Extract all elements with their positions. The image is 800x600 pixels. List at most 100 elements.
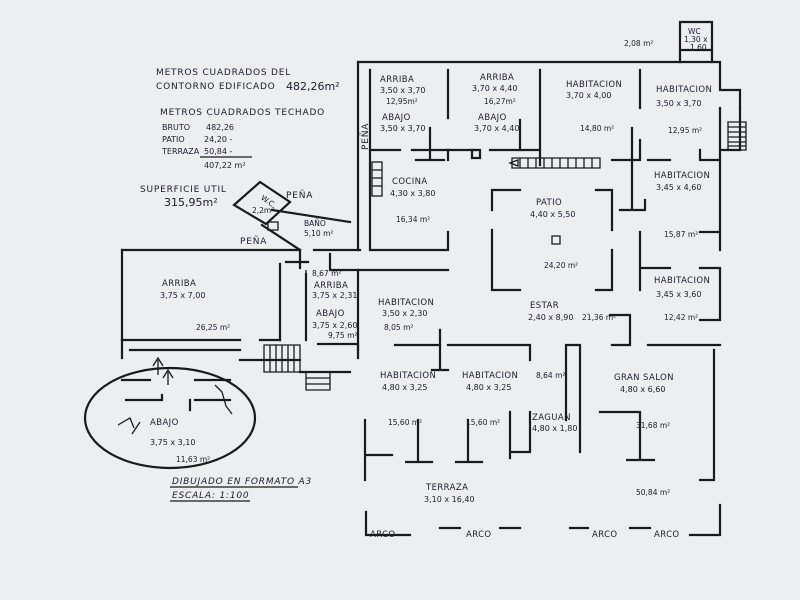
- svg-text:ARCO: ARCO: [370, 530, 396, 540]
- svg-text:BAÑO: BAÑO: [304, 219, 326, 228]
- salon-right: [698, 348, 716, 482]
- svg-text:3,45 x 3,60: 3,45 x 3,60: [656, 290, 701, 299]
- svg-text:8,64 m²: 8,64 m²: [536, 371, 565, 380]
- svg-text:8,67 m²: 8,67 m²: [312, 269, 341, 278]
- svg-text:26,25 m²: 26,25 m²: [196, 323, 230, 332]
- svg-text:3,50 x 2,30: 3,50 x 2,30: [382, 309, 427, 318]
- svg-text:HABITACION: HABITACION: [462, 371, 518, 381]
- svg-text:3,70 x 4,40: 3,70 x 4,40: [474, 124, 519, 133]
- scale-note: ESCALA: 1:100: [172, 491, 249, 501]
- pena-bottom: PEÑA: [240, 236, 267, 247]
- svg-text:11,63 m²: 11,63 m²: [176, 455, 210, 464]
- hab-row-top: [446, 343, 532, 362]
- svg-text:3,10 x 16,40: 3,10 x 16,40: [424, 495, 475, 504]
- svg-text:ARRIBA: ARRIBA: [380, 75, 414, 85]
- svg-text:ARCO: ARCO: [592, 530, 618, 540]
- kitchen-fixtures: [371, 161, 383, 197]
- stairs-center: [508, 157, 601, 169]
- svg-text:ZAGUAN: ZAGUAN: [532, 413, 571, 423]
- pena-top: PEÑA: [286, 190, 313, 201]
- svg-text:50,84 m²: 50,84 m²: [636, 488, 670, 497]
- svg-text:16,34 m²: 16,34 m²: [396, 215, 430, 224]
- svg-text:12,42 m²: 12,42 m²: [664, 313, 698, 322]
- cellar-outline: [83, 366, 257, 470]
- up-arrow-2: [162, 368, 174, 385]
- svg-text:COCINA: COCINA: [392, 177, 428, 187]
- svg-text:ARRIBA: ARRIBA: [480, 73, 514, 83]
- kitchen-wall: [368, 68, 450, 252]
- salon-top: [608, 313, 722, 347]
- svg-text:2,08 m²: 2,08 m²: [624, 39, 653, 48]
- hab-right-divider: [618, 126, 647, 212]
- left-wing-walls: [120, 248, 362, 391]
- svg-text:15,60 m²: 15,60 m²: [466, 418, 500, 427]
- svg-text:HABITACION: HABITACION: [566, 80, 622, 90]
- patio-drain: [551, 235, 561, 245]
- svg-text:3,75 x 3,10: 3,75 x 3,10: [150, 438, 195, 447]
- svg-text:ABAJO: ABAJO: [382, 113, 411, 123]
- outer-wall-top: [356, 60, 742, 110]
- svg-text:ARRIBA: ARRIBA: [162, 279, 196, 289]
- svg-text:HABITACION: HABITACION: [654, 276, 710, 286]
- svg-text:2,2m²: 2,2m²: [252, 206, 274, 215]
- svg-text:ARRIBA: ARRIBA: [314, 281, 348, 291]
- svg-text:8,05 m²: 8,05 m²: [384, 323, 413, 332]
- svg-text:21,36 m²: 21,36 m²: [582, 313, 616, 322]
- svg-text:407,22 m²: 407,22 m²: [204, 161, 246, 170]
- labels: METROS CUADRADOS DEL CONTORNO EDIFICADO …: [140, 27, 712, 540]
- svg-text:24,20 -: 24,20 -: [204, 135, 232, 144]
- hab-mid-wall: [610, 138, 722, 162]
- bath-annex: [232, 180, 352, 252]
- wc-top-wall: [678, 48, 714, 64]
- svg-text:15,60 m²: 15,60 m²: [388, 418, 422, 427]
- svg-text:4,80 x 3,25: 4,80 x 3,25: [466, 383, 511, 392]
- stairs-right: [727, 121, 747, 151]
- svg-text:GRAN SALON: GRAN SALON: [614, 373, 674, 383]
- abajo-cellar: [83, 356, 257, 470]
- svg-text:HABITACION: HABITACION: [656, 85, 712, 95]
- contour-title-2: CONTORNO EDIFICADO: [156, 82, 276, 92]
- pena-line: [270, 208, 352, 224]
- svg-text:12,95m²: 12,95m²: [386, 97, 418, 106]
- svg-text:3,75 x 7,00: 3,75 x 7,00: [160, 291, 205, 300]
- svg-text:3,70 x 4,40: 3,70 x 4,40: [472, 84, 517, 93]
- svg-text:ARCO: ARCO: [654, 530, 680, 540]
- hab-right-lower2: [698, 230, 722, 322]
- svg-text:4,30 x 3,80: 4,30 x 3,80: [390, 189, 435, 198]
- wc-box: [678, 20, 714, 52]
- contour-title: METROS CUADRADOS DEL: [156, 68, 291, 78]
- pillar-d: [430, 328, 450, 372]
- svg-text:5,10 m²: 5,10 m²: [304, 229, 333, 238]
- svg-text:3,70 x 4,00: 3,70 x 4,00: [566, 91, 611, 100]
- svg-text:1,60: 1,60: [690, 43, 707, 52]
- pillar-a: [414, 126, 446, 162]
- zaguan-walls: [508, 410, 532, 460]
- svg-text:ARCO: ARCO: [466, 530, 492, 540]
- svg-text:482,26: 482,26: [206, 123, 234, 132]
- svg-text:ABAJO: ABAJO: [316, 309, 345, 319]
- hab-lower-mid: [455, 418, 484, 464]
- svg-text:ABAJO: ABAJO: [478, 113, 507, 123]
- patio-walls: [490, 188, 614, 292]
- svg-text:ESTAR: ESTAR: [530, 301, 559, 311]
- svg-text:3,75 x 2,31: 3,75 x 2,31: [312, 291, 357, 300]
- svg-text:2,40 x 8,90: 2,40 x 8,90: [528, 313, 573, 322]
- svg-text:HABITACION: HABITACION: [378, 298, 434, 308]
- svg-text:3,50 x 3,70: 3,50 x 3,70: [380, 124, 425, 133]
- kitchen-counter: [371, 161, 383, 197]
- arco-left: [364, 510, 412, 537]
- pena-vertical: PEÑA: [360, 123, 371, 150]
- salon-pillar: [598, 410, 656, 462]
- svg-text:PATIO: PATIO: [536, 198, 562, 208]
- hab-right-lower: [638, 230, 672, 292]
- zaguan-pillar: [564, 343, 582, 454]
- svg-text:BRUTO: BRUTO: [162, 123, 190, 132]
- hab-left-wall: [356, 268, 450, 352]
- left-pillar: [284, 248, 310, 270]
- svg-text:4,80 x 6,60: 4,80 x 6,60: [620, 385, 665, 394]
- bano-box: [267, 221, 279, 231]
- svg-text:3,45 x 4,60: 3,45 x 4,60: [656, 183, 701, 192]
- svg-text:4,80 x 1,80: 4,80 x 1,80: [532, 424, 577, 433]
